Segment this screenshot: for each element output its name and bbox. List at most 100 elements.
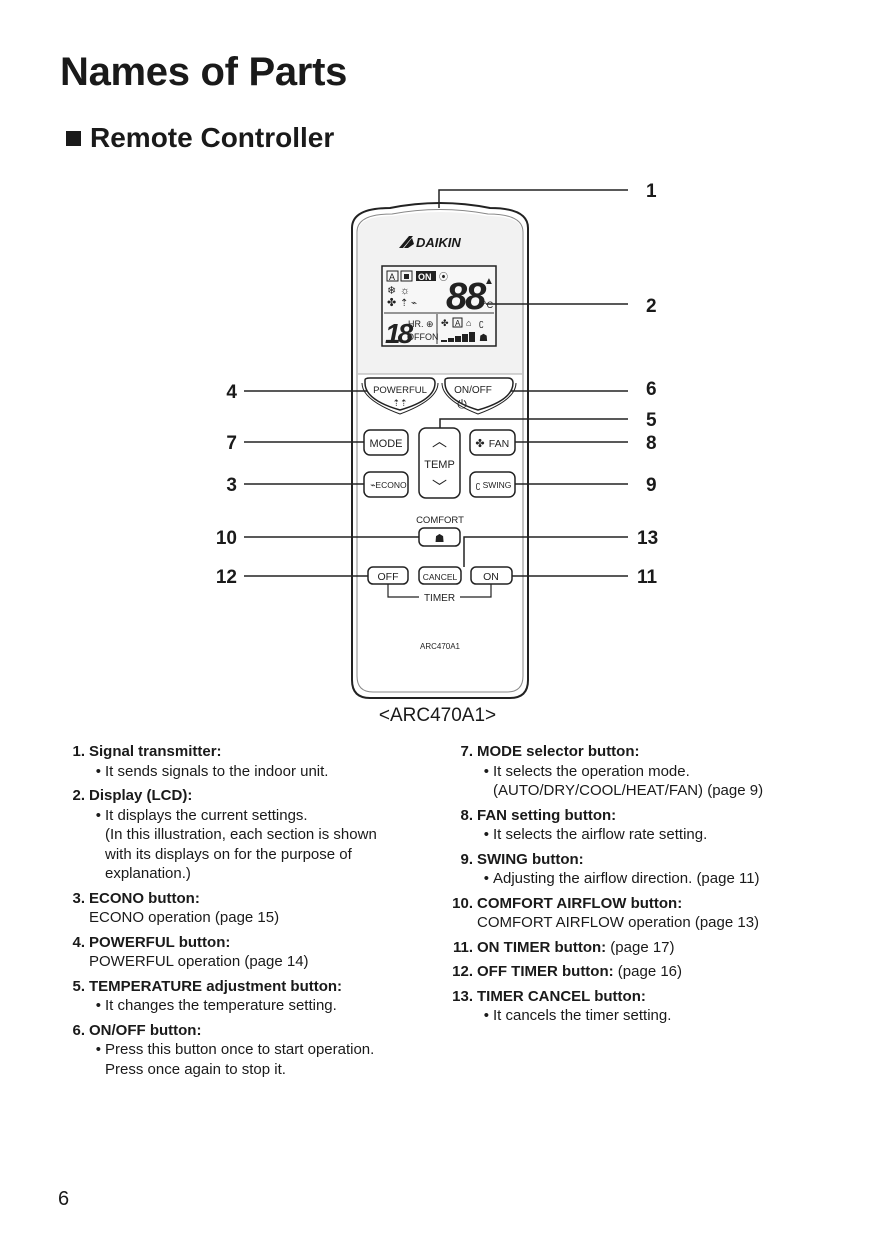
callout-6: 6 xyxy=(646,379,657,400)
powerful-button-label: POWERFUL xyxy=(373,385,427,396)
part-number: 5. xyxy=(72,977,85,995)
timer-cancel-button[interactable]: CANCEL xyxy=(418,566,462,585)
part-title: TEMPERATURE adjustment button: xyxy=(89,977,343,995)
part-body: ON/OFF button:•Press this button once to… xyxy=(89,1021,440,1080)
temp-down-icon[interactable]: ﹀ xyxy=(432,479,447,496)
powerful-icon: ⇡⇡ xyxy=(392,398,407,408)
figure-caption: <ARC470A1> xyxy=(378,705,497,726)
part-body: TEMPERATURE adjustment button:•It change… xyxy=(89,977,440,1016)
lcd-fan-level-bars xyxy=(441,332,475,342)
econo-button-label: ECONO xyxy=(375,480,407,490)
part-description: Press this button once to start operatio… xyxy=(105,1041,375,1078)
part-description: ECONO operation (page 15) xyxy=(89,909,280,926)
part-title: SWING button: xyxy=(477,850,584,868)
part-title-line: FAN setting button: xyxy=(477,806,848,826)
part-number: 3. xyxy=(72,889,85,907)
part-body: ECONO button:ECONO operation (page 15) xyxy=(89,889,440,928)
part-item: 9.SWING button:•Adjusting the airflow di… xyxy=(448,850,848,889)
part-body: TIMER CANCEL button:•It cancels the time… xyxy=(477,987,848,1026)
part-number: 12. xyxy=(452,963,473,980)
comfort-button[interactable]: ☗ xyxy=(418,527,461,547)
lcd-on-box: ON xyxy=(418,272,432,282)
section-heading: Remote Controller xyxy=(66,122,334,154)
part-title: ON TIMER button: xyxy=(477,938,607,956)
part-bullet: •Adjusting the airflow direction. (page … xyxy=(477,869,848,889)
timer-on-label: ON xyxy=(483,571,499,583)
fan-icon: ✤ xyxy=(475,438,484,450)
part-bullet: •It sends signals to the indoor unit. xyxy=(89,762,440,782)
timer-cancel-label: CANCEL xyxy=(423,572,458,582)
part-body: MODE selector button:•It selects the ope… xyxy=(477,742,848,801)
timer-off-label: OFF xyxy=(378,571,399,583)
callout-lines xyxy=(244,189,628,577)
on-off-button-label: ON/OFF xyxy=(454,385,492,396)
bullet-icon: • xyxy=(483,1007,489,1024)
timer-on-button[interactable]: ON xyxy=(470,566,513,585)
part-description: It sends signals to the indoor unit. xyxy=(105,762,329,780)
bullet-icon: • xyxy=(95,762,101,780)
part-body: OFF TIMER button: (page 16) xyxy=(477,962,848,982)
part-item: 12.OFF TIMER button: (page 16) xyxy=(448,962,848,982)
part-title: OFF TIMER button: xyxy=(477,963,614,980)
part-title-line: COMFORT AIRFLOW button: xyxy=(477,894,848,914)
remote-controller-figure: DAIKIN A ON ⦿ ❄ ☼ ✤ ⇡ ⌁ 88 ▲ °C 18 HR. ⊕… xyxy=(216,181,658,699)
part-body: POWERFUL button:POWERFUL operation (page… xyxy=(89,933,440,972)
timer-label: TIMER xyxy=(424,593,455,604)
lcd-clock-icon: ⊕ xyxy=(426,319,434,329)
on-off-button[interactable]: ON/OFF ⏻ xyxy=(441,377,517,415)
square-bullet-icon xyxy=(66,130,81,146)
powerful-button[interactable]: POWERFUL ⇡⇡ xyxy=(361,377,439,415)
lcd-dry-icon xyxy=(404,274,409,279)
lcd-hr-label: HR. xyxy=(408,319,424,329)
part-body: COMFORT AIRFLOW button:COMFORT AIRFLOW o… xyxy=(477,894,848,933)
part-title-line: Signal transmitter: xyxy=(89,742,440,762)
callout-3: 3 xyxy=(226,475,237,496)
part-item: 10.COMFORT AIRFLOW button:COMFORT AIRFLO… xyxy=(448,894,848,933)
part-item: 1.Signal transmitter:•It sends signals t… xyxy=(60,742,440,781)
part-title-line: ON TIMER button: (page 17) xyxy=(477,938,848,958)
callout-5: 5 xyxy=(646,410,657,431)
lcd-off-on-label: OFFON xyxy=(407,332,439,342)
lcd-cool-icon: ❄ xyxy=(387,285,396,297)
remote-body-inner-edge xyxy=(356,209,524,693)
logo-mark-icon xyxy=(399,236,413,248)
power-icon: ⏻ xyxy=(457,397,467,411)
part-title: Signal transmitter: xyxy=(89,743,222,760)
fan-button[interactable]: ✤ FAN xyxy=(469,429,516,456)
callout-numbers: 1 2 3 4 5 6 7 8 9 10 11 12 13 xyxy=(216,181,658,588)
part-number: 2. xyxy=(72,787,85,804)
bullet-icon: • xyxy=(95,997,101,1014)
callout-11: 11 xyxy=(637,567,658,588)
econo-button[interactable]: ⌁ ECONO xyxy=(363,471,409,498)
callout-2: 2 xyxy=(646,296,657,317)
swing-button[interactable]: ʗ SWING xyxy=(469,471,516,498)
mode-button[interactable]: MODE xyxy=(363,429,409,456)
lcd-fan-icon: ✤ xyxy=(387,297,396,309)
part-number: 13. xyxy=(452,987,473,1005)
lcd-swing-icon: ʗ xyxy=(479,318,484,328)
lcd-comfort-icon: ☗ xyxy=(479,333,488,344)
part-title-line: MODE selector button: xyxy=(477,742,848,762)
temp-button[interactable]: ︿ TEMP ﹀ xyxy=(418,427,461,499)
part-number: 10. xyxy=(452,894,473,912)
lcd-temp-digits: 88 xyxy=(446,276,487,318)
timer-off-button[interactable]: OFF xyxy=(367,566,409,585)
callout-12: 12 xyxy=(216,567,237,588)
parts-list-left: 1.Signal transmitter:•It sends signals t… xyxy=(60,742,440,1084)
part-item: 3.ECONO button:ECONO operation (page 15) xyxy=(60,889,440,928)
section-heading-text: Remote Controller xyxy=(90,122,335,153)
part-page-ref: (page 16) xyxy=(613,963,683,980)
mode-button-label: MODE xyxy=(370,438,403,450)
part-bullet: •It changes the temperature setting. xyxy=(89,996,440,1016)
part-title-line: TEMPERATURE adjustment button: xyxy=(89,977,440,997)
part-title: FAN setting button: xyxy=(477,806,617,824)
lcd-up-arrow-icon: ▲ xyxy=(484,276,494,287)
temp-up-icon[interactable]: ︿ xyxy=(432,433,447,450)
part-body: Signal transmitter: •It sends signals to … xyxy=(89,742,440,781)
lcd-powerful-icon: ⇡ xyxy=(400,298,408,309)
bullet-icon: • xyxy=(483,762,489,780)
part-number: 6. xyxy=(72,1021,85,1039)
model-label: ARC470A1 xyxy=(420,642,461,651)
callout-8: 8 xyxy=(646,433,657,454)
bullet-icon: • xyxy=(483,870,489,887)
